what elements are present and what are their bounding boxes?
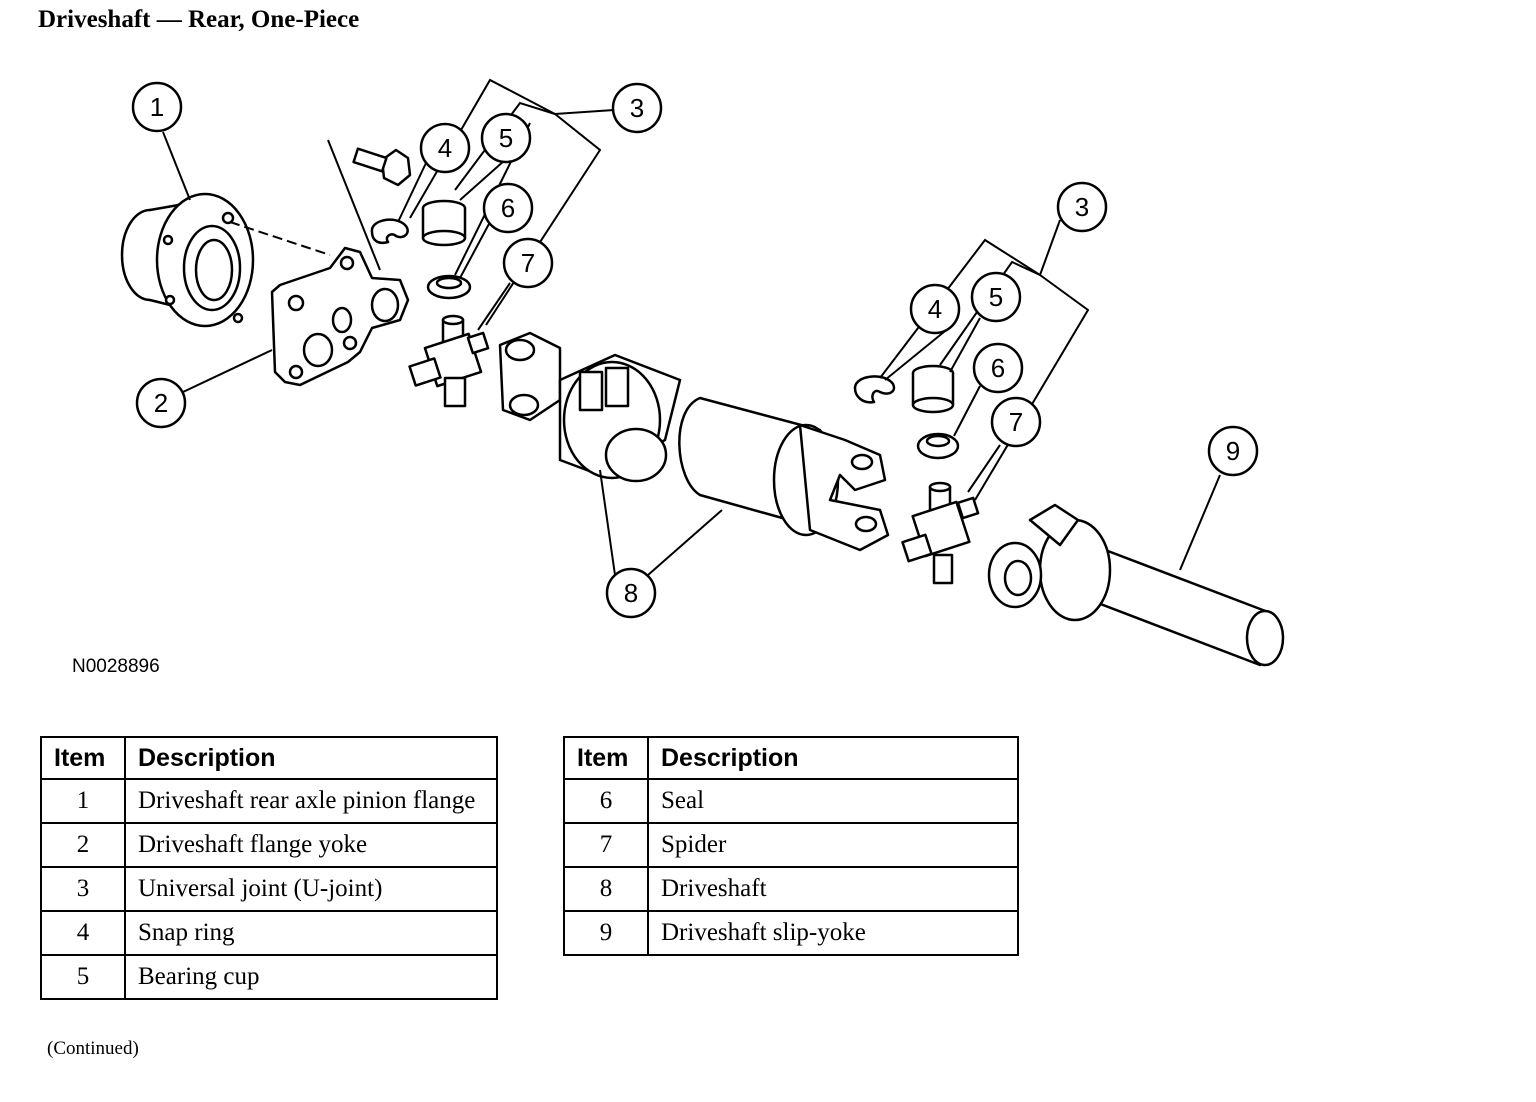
driveshaft-front-section (498, 331, 682, 483)
item-number: 4 (40, 910, 126, 956)
item-number: 2 (40, 822, 126, 868)
bearing-cup-illustration-right (911, 364, 955, 414)
item-number: 5 (40, 954, 126, 1000)
table-row: 8 Driveshaft (563, 866, 1019, 912)
driveshaft-rear-section (678, 396, 890, 552)
callout-5: 5 (499, 123, 513, 153)
callout-circle (972, 342, 1024, 394)
slip-yoke-illustration (987, 503, 1285, 667)
callout-3: 3 (630, 93, 644, 123)
driveshaft-exploded-diagram: 1 2 3 4 5 6 7 8 3 4 5 6 7 9 (120, 78, 1285, 667)
callout-4-right: 4 (928, 294, 942, 324)
bolt-illustration (352, 147, 412, 187)
callout-circle (990, 396, 1042, 448)
legend-header-row: Item Description (563, 736, 1019, 780)
spider-illustration-right (901, 481, 980, 585)
seal-illustration (426, 274, 472, 300)
legend-header-row: Item Description (40, 736, 498, 780)
figure-id: N0028896 (72, 656, 160, 677)
callout-circle (480, 112, 532, 164)
seal-illustration-right (916, 432, 960, 460)
callout-circle (482, 182, 534, 234)
snap-ring-illustration-right (853, 375, 896, 404)
callout-7: 7 (521, 248, 535, 278)
item-description: Spider (647, 822, 1019, 868)
callout-3-right: 3 (1075, 192, 1089, 222)
table-row: 4 Snap ring (40, 910, 498, 956)
legend-table-left: Item Description 1 Driveshaft rear axle … (40, 736, 498, 1000)
item-description: Snap ring (124, 910, 498, 956)
callout-circle (605, 567, 657, 619)
item-description: Seal (647, 778, 1019, 824)
header-description: Description (124, 736, 498, 780)
item-number: 9 (563, 910, 649, 956)
flange-yoke-illustration (270, 246, 410, 387)
item-description: Driveshaft (647, 866, 1019, 912)
table-row: 3 Universal joint (U-joint) (40, 866, 498, 912)
callout-circle (502, 237, 554, 289)
item-description: Universal joint (U-joint) (124, 866, 498, 912)
legend-table-right: Item Description 6 Seal 7 Spider 8 Drive… (563, 736, 1019, 956)
header-description: Description (647, 736, 1019, 780)
item-number: 6 (563, 778, 649, 824)
callout-2: 2 (154, 388, 168, 418)
callout-circle (611, 82, 663, 134)
callout-circle (419, 122, 471, 174)
callout-8: 8 (624, 578, 638, 608)
callout-circle (1056, 181, 1108, 233)
table-row: 1 Driveshaft rear axle pinion flange (40, 778, 498, 824)
table-row: 6 Seal (563, 778, 1019, 824)
table-row: 2 Driveshaft flange yoke (40, 822, 498, 868)
snap-ring-illustration (370, 218, 409, 245)
item-number: 3 (40, 866, 126, 912)
pinion-flange-illustration (120, 192, 255, 328)
item-number: 1 (40, 778, 126, 824)
item-description: Driveshaft flange yoke (124, 822, 498, 868)
item-number: 8 (563, 866, 649, 912)
callout-circle (909, 283, 961, 335)
header-item: Item (40, 736, 126, 780)
table-row: 7 Spider (563, 822, 1019, 868)
continued-note: (Continued) (47, 1038, 139, 1059)
callout-circle (131, 81, 183, 133)
bearing-cup-illustration (421, 199, 467, 247)
page-title: Driveshaft — Rear, One-Piece (38, 6, 360, 33)
item-description: Driveshaft slip-yoke (647, 910, 1019, 956)
callout-9: 9 (1226, 436, 1240, 466)
item-description: Driveshaft rear axle pinion flange (124, 778, 498, 824)
callout-5-right: 5 (989, 282, 1003, 312)
callout-7-right: 7 (1009, 407, 1023, 437)
table-row: 9 Driveshaft slip-yoke (563, 910, 1019, 956)
item-number: 7 (563, 822, 649, 868)
callout-4: 4 (438, 133, 452, 163)
table-row: 5 Bearing cup (40, 954, 498, 1000)
header-item: Item (563, 736, 649, 780)
callout-6: 6 (501, 193, 515, 223)
spider-illustration (408, 314, 490, 408)
callout-circle (970, 271, 1022, 323)
callout-1: 1 (150, 92, 164, 122)
callout-circle (135, 377, 187, 429)
item-description: Bearing cup (124, 954, 498, 1000)
callout-6-right: 6 (991, 353, 1005, 383)
callout-circle (1207, 425, 1259, 477)
